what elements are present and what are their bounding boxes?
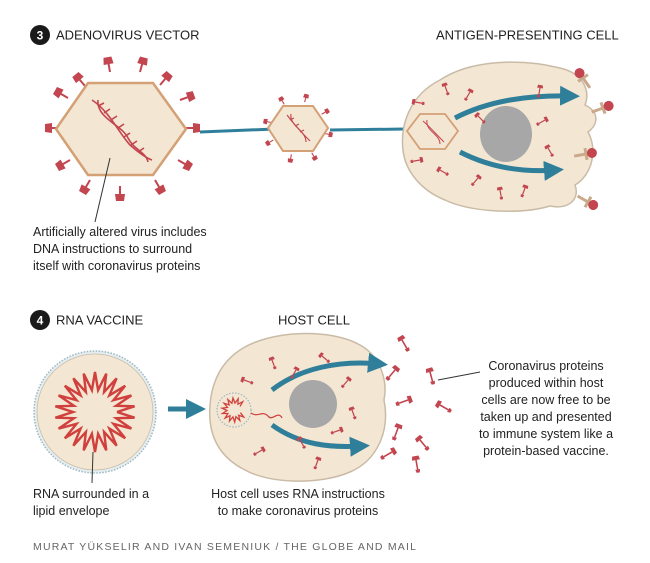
rna-vaccine-title: RNA VACCINE bbox=[56, 313, 143, 328]
adenovirus-pointer bbox=[94, 157, 111, 223]
rna-note-line-1: RNA surrounded in a bbox=[33, 487, 149, 501]
transfer-line-right bbox=[329, 127, 406, 132]
rna-note-line-2: lipid envelope bbox=[33, 504, 109, 518]
antigen-cell-nucleus bbox=[480, 106, 532, 162]
step-4-number: 4 bbox=[37, 314, 44, 328]
adenovirus-large bbox=[44, 55, 201, 202]
antigen-arrow-upper bbox=[453, 85, 580, 121]
protein-note-line-1: Coronavirus proteins bbox=[488, 359, 603, 373]
rna-lipid-envelope bbox=[33, 350, 157, 474]
host-cell bbox=[208, 332, 388, 482]
host-note-line-2: to make coronavirus proteins bbox=[218, 504, 379, 518]
protein-note-line-4: taken up and presented bbox=[480, 410, 611, 424]
protein-note-line-5: to immune system like a bbox=[479, 427, 613, 441]
rna-note: RNA surrounded in a lipid envelope bbox=[33, 487, 149, 518]
step-3-badge bbox=[30, 25, 50, 45]
antigen-arrow-lower bbox=[458, 149, 564, 181]
protein-note-line-6: protein-based vaccine. bbox=[483, 444, 609, 458]
adenovirus-note: Artificially altered virus includes DNA … bbox=[33, 225, 207, 273]
step-3-number: 3 bbox=[37, 29, 44, 43]
released-proteins bbox=[378, 333, 454, 475]
host-cell-title: HOST CELL bbox=[278, 313, 350, 328]
adenovirus-note-line-3: itself with coronavirus proteins bbox=[33, 259, 200, 273]
antigen-cell-title: ANTIGEN-PRESENTING CELL bbox=[436, 28, 619, 43]
protein-pointer bbox=[437, 371, 481, 381]
adenovirus-note-line-2: DNA instructions to surround bbox=[33, 242, 192, 256]
step-4-badge bbox=[30, 310, 50, 330]
host-note: Host cell uses RNA instructions to make … bbox=[211, 487, 385, 518]
protein-note-line-3: cells are now free to be bbox=[481, 393, 610, 407]
antigen-presenting-cell bbox=[401, 61, 614, 212]
protein-note: Coronavirus proteins produced within hos… bbox=[479, 359, 613, 458]
transfer-line-left bbox=[199, 127, 276, 134]
small-dna-helix-icon bbox=[286, 113, 311, 143]
credit-line: MURAT YÜKSELIR AND IVAN SEMENIUK / THE G… bbox=[33, 541, 417, 553]
rna-pointer bbox=[91, 451, 94, 484]
section-4-header: 4 RNA VACCINE bbox=[30, 310, 143, 330]
host-arrow-lower bbox=[270, 422, 370, 457]
host-cell-nucleus bbox=[289, 380, 337, 428]
antigen-surface-receptors bbox=[573, 68, 614, 210]
adenovirus-small bbox=[262, 92, 334, 164]
host-note-line-1: Host cell uses RNA instructions bbox=[211, 487, 385, 501]
dna-helix-icon bbox=[91, 99, 153, 163]
section-3-header: 3 ADENOVIRUS VECTOR bbox=[30, 25, 200, 45]
adenovirus-note-line-1: Artificially altered virus includes bbox=[33, 225, 207, 239]
host-arrow-upper bbox=[270, 352, 388, 392]
protein-note-line-2: produced within host bbox=[489, 376, 604, 390]
adenovirus-title: ADENOVIRUS VECTOR bbox=[56, 28, 200, 43]
rna-strand-ring bbox=[55, 371, 135, 453]
host-rna-strand bbox=[219, 395, 246, 425]
